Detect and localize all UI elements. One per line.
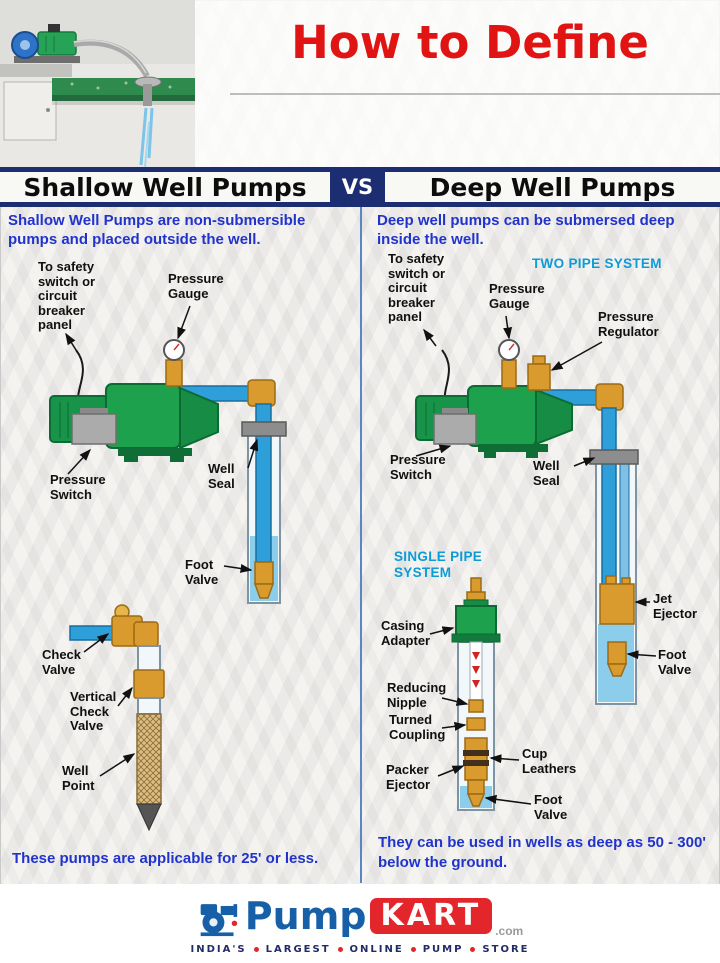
small-pump-icon [11, 24, 80, 63]
label-safety-panel: To safety switch or circuit breaker pane… [38, 259, 96, 333]
label-cup-leathers: Cup Leathers [522, 746, 577, 776]
shallow-note: These pumps are applicable for 25' or le… [12, 850, 319, 867]
vs-badge: VS [330, 172, 385, 202]
well-seal-part [241, 421, 287, 469]
label-jet-ejector: Jet Ejector [653, 591, 698, 621]
tagline-word: ONLINE [349, 943, 404, 955]
brand-tagline: INDIA'S LARGEST ONLINE PUMP STORE [191, 944, 530, 955]
label-packer-ejector: Packer Ejector [386, 762, 431, 792]
pressure-switch-part-right [415, 408, 477, 457]
pump-logo-icon [200, 903, 237, 936]
deep-well-pumps-title: Deep Well Pumps [429, 172, 676, 202]
label-foot-valve-two-pipe: Foot Valve [658, 647, 692, 677]
foot-valve-part [223, 561, 275, 599]
dot-separator-icon [470, 946, 476, 952]
shallow-well-pumps-title: Shallow Well Pumps [23, 172, 307, 202]
label-check-valve: Check Valve [42, 647, 82, 677]
dot-separator-icon [337, 946, 343, 952]
label-casing-adapter: Casing Adapter [381, 618, 431, 648]
title-underline [230, 93, 720, 95]
deep-well-diagram: TWO PIPE SYSTEM SINGLE PIPE SYSTEM To sa… [370, 248, 720, 830]
label-vertical-check-valve: Vertical Check Valve [70, 689, 117, 734]
well-pump-scene-illustration [0, 0, 195, 167]
jet-ejector-part [599, 575, 650, 625]
page-title: How to Define [291, 16, 649, 69]
label-well-seal-right: Well Seal [533, 458, 560, 488]
well-seal-part-right [573, 449, 639, 467]
label-pressure-regulator: Pressure Regulator [598, 309, 659, 339]
single-pipe-assembly [429, 577, 532, 811]
shallow-jet-pump [49, 305, 276, 563]
tagline-word: STORE [482, 943, 530, 955]
two-pipe-system-heading: TWO PIPE SYSTEM [532, 256, 662, 271]
well-point-part [99, 713, 162, 832]
brand-name-pump: Pump [244, 893, 367, 938]
label-pressure-switch: Pressure Switch [50, 472, 106, 502]
check-valve-assembly [69, 604, 165, 715]
tagline-word: PUMP [422, 943, 464, 955]
tagline-word: INDIA'S [190, 943, 247, 955]
label-foot-valve: Foot Valve [185, 557, 219, 587]
brand-domain: .com [495, 923, 524, 938]
foot-valve-two-pipe-part [606, 641, 657, 677]
dot-separator-icon [410, 946, 416, 952]
label-turned-coupling: Turned Coupling [389, 712, 446, 742]
pressure-switch-part [67, 408, 117, 475]
dot-separator-icon [253, 946, 259, 952]
label-pressure-gauge: Pressure Gauge [168, 271, 224, 301]
label-pressure-gauge-right: Pressure Gauge [489, 281, 545, 311]
pumpkart-logo: Pump KART .com [197, 893, 523, 939]
shallow-well-pump-drawing [49, 305, 287, 832]
brand-name-kart: KART [369, 897, 493, 934]
pressure-gauge-part [163, 305, 191, 387]
label-reducing-nipple: Reducing Nipple [387, 680, 447, 710]
label-well-point: Well Point [62, 763, 95, 793]
deep-note: They can be used in wells as deep as 50 … [378, 834, 706, 871]
versus-band: Shallow Well Pumps VS Deep Well Pumps [0, 167, 720, 207]
label-foot-valve-single-pipe: Foot Valve [534, 792, 568, 822]
footer: Pump KART .com INDIA'S LARGEST ONLINE PU… [0, 884, 720, 963]
column-divider [360, 207, 362, 883]
deep-jet-pump [415, 315, 630, 587]
pressure-regulator-part [527, 341, 603, 391]
shallow-intro-text: Shallow Well Pumps are non-submersible p… [8, 212, 306, 248]
shallow-well-diagram: To safety switch or circuit breaker pane… [0, 248, 360, 848]
tagline-word: LARGEST [265, 943, 331, 955]
single-pipe-system-heading: SINGLE PIPE SYSTEM [394, 549, 483, 580]
label-pressure-switch-right: Pressure Switch [390, 452, 446, 482]
deep-intro-text: Deep well pumps can be submersed deep in… [377, 212, 675, 248]
label-well-seal: Well Seal [208, 461, 235, 491]
deep-well-pump-drawing [415, 315, 657, 811]
label-safety-panel-right: To safety switch or circuit breaker pane… [388, 251, 446, 325]
pressure-gauge-part-right [498, 315, 520, 389]
